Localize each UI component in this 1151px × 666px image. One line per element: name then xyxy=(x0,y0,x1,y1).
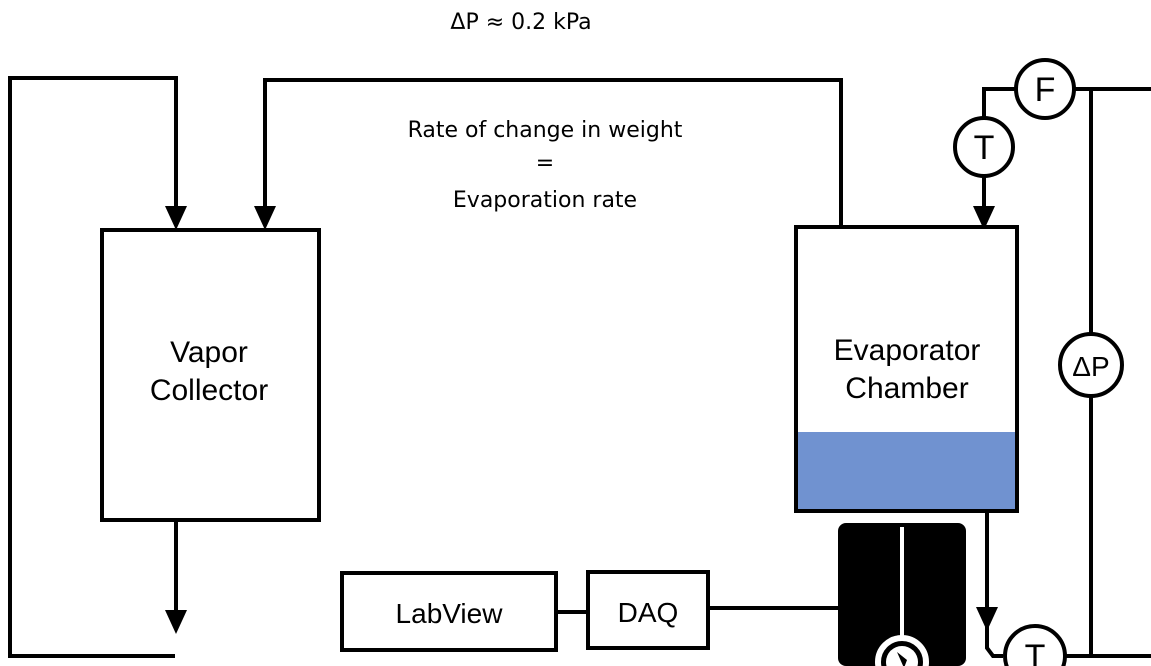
vapor-line xyxy=(263,78,843,226)
vapor-collector-label-1: Vapor xyxy=(170,336,248,369)
arrow-down-collector-outlet xyxy=(165,610,187,634)
arrow-down-chamber-inlet xyxy=(973,206,995,230)
differential-pressure-sensor: ΔP xyxy=(1058,332,1124,398)
scale-display-left xyxy=(840,526,900,642)
temperature-sensor-bottom-label: T xyxy=(1025,638,1046,666)
differential-pressure-sensor-label: ΔP xyxy=(1072,351,1109,382)
arrow-down-collector-left xyxy=(165,206,187,230)
labview-label: LabView xyxy=(396,598,504,629)
evaporator-chamber-label-2: Chamber xyxy=(845,372,968,405)
vapor-collector-box xyxy=(100,228,321,522)
temperature-sensor-top: T xyxy=(953,116,1015,178)
annotation-line-3: Evaporation rate xyxy=(453,188,637,213)
flow-sensor-label: F xyxy=(1035,71,1056,109)
temperature-sensor-top-label: T xyxy=(974,129,995,167)
annotation-line-2: = xyxy=(536,151,554,176)
temperature-sensor-top-circle xyxy=(953,116,1015,178)
weighing-scale xyxy=(838,523,966,666)
arrow-down-chamber-outlet xyxy=(976,607,998,631)
evaporator-chamber-label-1: Evaporator xyxy=(834,334,981,367)
differential-pressure-sensor-circle xyxy=(1058,332,1124,398)
chamber-outlet-line xyxy=(985,511,1003,658)
pipe-t-to-f xyxy=(982,87,1016,118)
vapor-collector-label-2: Collector xyxy=(150,374,268,407)
scale-dial-needle xyxy=(897,652,907,666)
temperature-sensor-bottom: T xyxy=(1003,624,1067,666)
pressure-drop-label: ΔP ≈ 0.2 kPa xyxy=(450,10,591,35)
flow-sensor-circle xyxy=(1014,58,1076,120)
labview-box xyxy=(340,571,558,652)
outer-return-loop xyxy=(8,76,178,658)
evaporator-liquid-fill xyxy=(798,432,1015,509)
annotation-line-1: Rate of change in weight xyxy=(408,118,683,143)
daq-box xyxy=(586,570,710,650)
daq-label: DAQ xyxy=(618,597,679,628)
temperature-sensor-bottom-circle xyxy=(1003,624,1067,666)
arrow-down-collector-right xyxy=(254,206,276,230)
flow-sensor: F xyxy=(1014,58,1076,120)
